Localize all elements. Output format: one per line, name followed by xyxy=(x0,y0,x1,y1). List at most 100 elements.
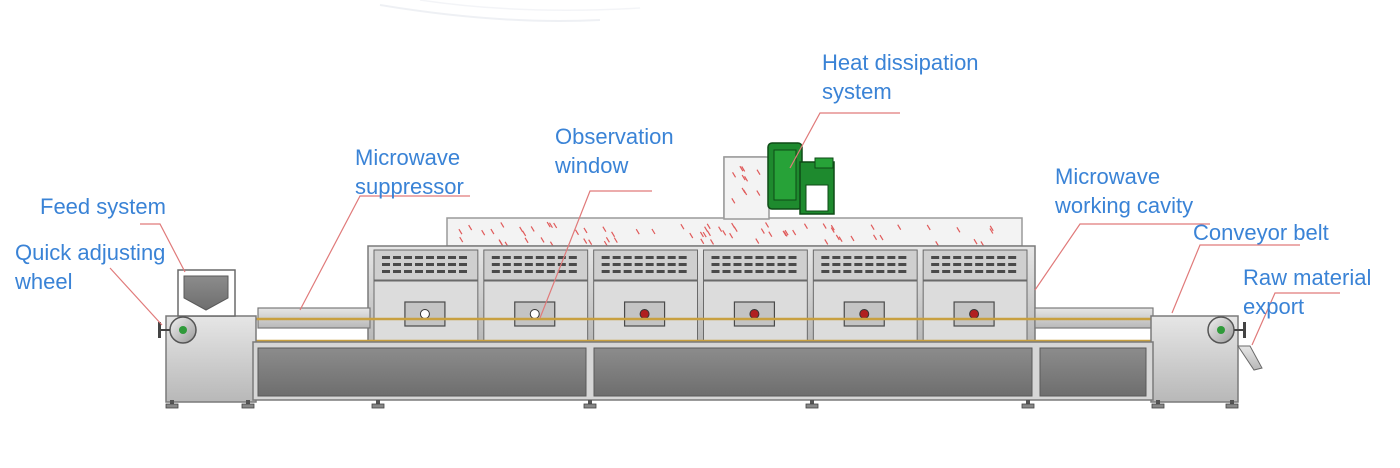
window-indicator xyxy=(639,309,650,319)
heat-mark xyxy=(574,229,580,236)
heat-mark xyxy=(459,236,464,243)
heat-mark xyxy=(835,234,840,241)
heat-mark xyxy=(524,237,529,244)
support-feet xyxy=(165,400,1239,409)
heat-mark xyxy=(756,169,761,176)
heat-mark xyxy=(729,232,734,239)
heat-mark xyxy=(583,238,588,244)
heat-mark xyxy=(739,165,744,172)
heat-mark xyxy=(553,222,558,229)
support-foot xyxy=(583,400,597,409)
heat-mark xyxy=(873,234,878,241)
heat-mark xyxy=(956,226,961,233)
heat-mark xyxy=(741,174,746,181)
heat-mark xyxy=(540,237,545,243)
label-observation-window: Observation window xyxy=(555,124,674,178)
window-indicator xyxy=(749,309,760,319)
support-foot xyxy=(241,400,255,409)
heat-mark xyxy=(722,229,727,236)
heat-mark xyxy=(792,229,797,236)
leader-lines xyxy=(109,112,1340,346)
support-foot xyxy=(1225,400,1239,409)
heat-mark xyxy=(546,221,551,228)
heat-mark xyxy=(732,172,737,178)
heat-mark xyxy=(926,224,931,231)
heat-mark xyxy=(519,226,524,233)
cavity-module xyxy=(373,249,479,342)
heat-mark xyxy=(490,228,495,235)
support-foot xyxy=(165,400,179,409)
heat-mark xyxy=(548,222,553,229)
heat-mark xyxy=(458,228,463,235)
base-frame xyxy=(165,315,1239,403)
heat-mark xyxy=(850,235,855,242)
heat-mark xyxy=(838,236,843,243)
label-feed-system: Feed system xyxy=(40,194,166,219)
heat-mark xyxy=(755,238,760,244)
heat-mark xyxy=(588,239,593,245)
heat-mark xyxy=(481,229,486,236)
heat-mark xyxy=(803,223,808,230)
heat-mark xyxy=(680,223,685,230)
background-swoosh xyxy=(379,0,641,22)
feed-hopper xyxy=(177,269,236,317)
conveyor-belt xyxy=(176,317,1228,343)
label-microwave-suppressor: Microwave suppressor xyxy=(355,145,464,199)
heat-mark xyxy=(602,226,607,233)
heat-mark xyxy=(709,239,715,245)
cavity-module xyxy=(593,249,699,342)
cavity-module xyxy=(703,249,808,342)
support-foot xyxy=(805,400,819,409)
heat-mark xyxy=(635,228,640,235)
cavity-module xyxy=(483,249,589,342)
heat-mark xyxy=(699,231,704,238)
heat-mark xyxy=(870,224,875,230)
cavity-block xyxy=(367,245,1036,343)
heat-mark xyxy=(743,189,748,196)
support-foot xyxy=(1151,400,1165,409)
heat-mark xyxy=(824,239,829,245)
window-indicator xyxy=(419,309,430,319)
heat-mark xyxy=(500,222,505,228)
heat-mark xyxy=(706,230,711,237)
heat-mark xyxy=(897,224,902,231)
heat-mark xyxy=(731,222,736,229)
label-microwave-working-cavity: Microwave working cavity xyxy=(1055,164,1194,218)
heat-mark xyxy=(989,225,994,232)
heat-mark xyxy=(973,238,978,245)
heat-mark xyxy=(830,227,835,233)
cavity-module xyxy=(812,249,918,342)
heat-mark xyxy=(822,223,827,229)
heat-mark xyxy=(718,226,723,233)
window-indicator xyxy=(529,309,540,319)
label-heat-dissipation-system: Heat dissipation system xyxy=(822,50,979,104)
heat-mark xyxy=(741,166,746,172)
heat-mark xyxy=(605,237,610,243)
heat-mark xyxy=(702,231,707,238)
heat-mark xyxy=(530,226,535,232)
roller-right xyxy=(1207,316,1246,344)
heat-mark xyxy=(783,231,788,237)
heat-mark xyxy=(611,231,616,238)
heat-mark xyxy=(784,229,789,236)
heat-mark xyxy=(879,234,884,241)
heat-mark xyxy=(704,226,709,232)
window-indicator xyxy=(859,309,870,319)
heat-dissipation-duct xyxy=(398,156,1023,340)
heat-mark xyxy=(768,231,773,238)
heat-mark xyxy=(731,198,736,204)
heat-mark xyxy=(744,175,749,182)
label-raw-material-export: Raw material export xyxy=(1243,265,1372,319)
cavity-module xyxy=(922,249,1028,342)
support-foot xyxy=(371,400,385,409)
heat-mark xyxy=(613,237,618,243)
heat-mark xyxy=(760,228,765,234)
label-quick-adjusting-wheel: Quick adjusting wheel xyxy=(15,240,166,294)
label-conveyor-belt: Conveyor belt xyxy=(1193,220,1329,245)
heat-mark xyxy=(830,224,835,231)
heat-mark xyxy=(989,228,994,234)
cavity-modules xyxy=(373,249,1028,342)
heat-mark xyxy=(706,223,711,230)
